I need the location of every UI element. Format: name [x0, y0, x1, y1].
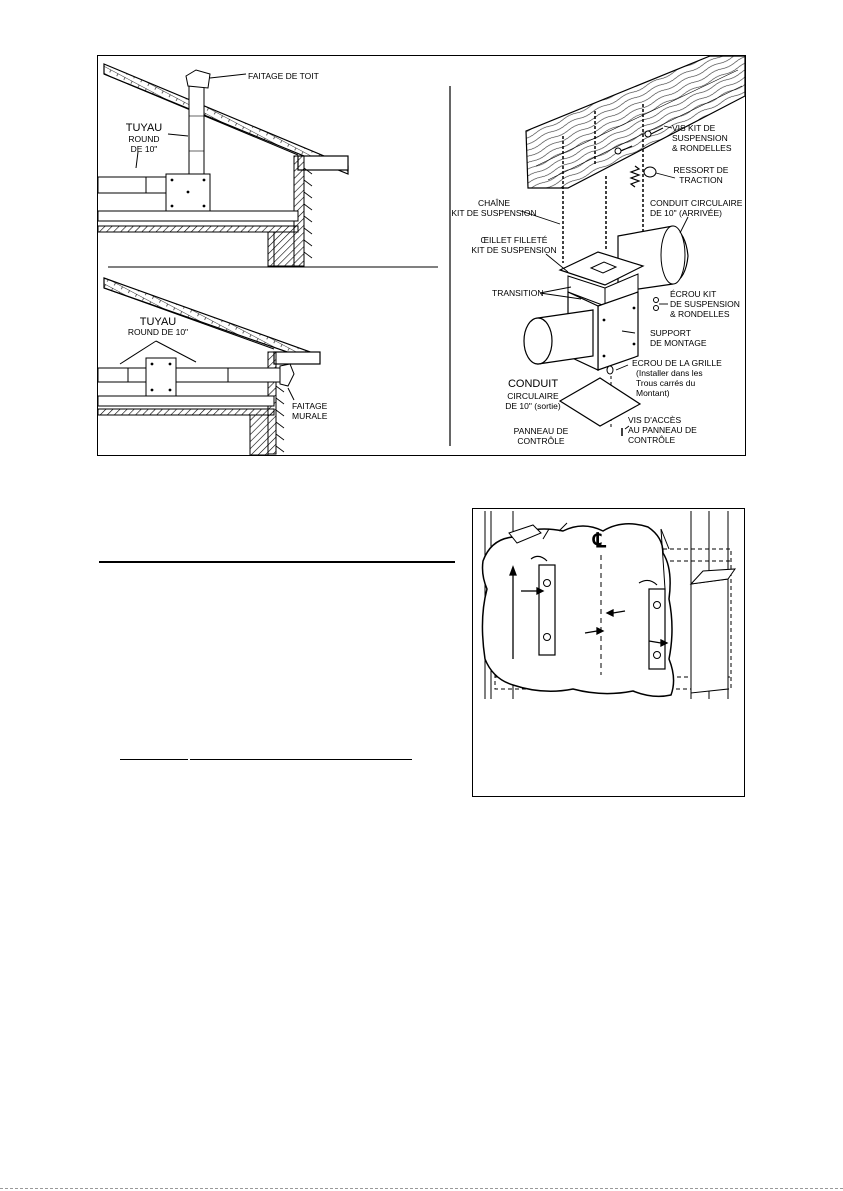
roof-cap-label: FAITAGE DE TOIT — [248, 71, 319, 81]
grille-nut-label-2: (Installer dans les — [636, 368, 703, 378]
pipe-top-label-3: DE 10" — [130, 144, 158, 154]
control-panel-label-2: CONTRÔLE — [517, 436, 565, 446]
bracket-label-1: SUPPORT — [650, 328, 691, 338]
screws-label-3: & RONDELLES — [672, 143, 732, 153]
upper-house-section — [98, 63, 438, 268]
eyelet-label-2: KIT DE SUSPENSION — [471, 245, 557, 255]
pipe-bottom-label-1: TUYAU — [139, 316, 177, 328]
lower-house-section — [98, 277, 321, 455]
transition-label: TRANSITION — [492, 288, 544, 298]
grille-nut-label-4: Montant) — [636, 388, 670, 398]
wall-cap-label-2: MURALE — [292, 411, 328, 421]
screws-label-1: VIS KIT DE — [672, 123, 716, 133]
screws-label-2: SUSPENSION — [672, 133, 728, 143]
access-screws-label-2: AU PANNEAU DE — [628, 425, 697, 435]
duct-out-label-3: DE 10" (sortie) — [505, 401, 561, 411]
page-bottom-edge — [0, 1188, 843, 1189]
bracket-drawing — [481, 511, 737, 699]
centerline-symbol: ℄ — [593, 528, 606, 552]
top-figure-frame: FAITAGE DE TOIT TUYAU ROUND DE 10" TUYAU… — [97, 55, 746, 456]
section-rule — [99, 561, 455, 563]
access-screws-label-3: CONTRÔLE — [628, 435, 676, 445]
nut-kit-label-1: ÉCROU KIT — [670, 289, 717, 299]
grille-nut-label-3: Trous carrés du — [636, 378, 696, 388]
duct-out-label-2: CIRCULAIRE — [507, 391, 559, 401]
chain-label-2: KIT DE SUSPENSION — [451, 208, 537, 218]
installation-drawing — [98, 56, 745, 455]
duct-in-label-1: CONDUIT CIRCULAIRE — [650, 198, 743, 208]
nut-kit-label-3: & RONDELLES — [670, 309, 730, 319]
pipe-bottom-label-2: ROUND DE 10" — [127, 327, 189, 337]
bracket-figure-frame: ℄ — [472, 508, 745, 797]
spring-label-1: RESSORT DE — [673, 165, 729, 175]
spring-label-2: TRACTION — [679, 175, 723, 185]
pipe-top-label-2: ROUND — [128, 134, 160, 144]
wall-cap-label-1: FAITAGE — [292, 401, 328, 411]
control-panel-label-1: PANNEAU DE — [513, 426, 569, 436]
short-rule — [120, 759, 188, 760]
long-rule — [190, 759, 412, 760]
nut-kit-label-2: DE SUSPENSION — [670, 299, 740, 309]
duct-in-label-2: DE 10" (ARRIVÉE) — [650, 208, 722, 218]
duct-out-label-1: CONDUIT — [507, 378, 559, 390]
eyelet-label-1: ŒILLET FILLETÉ — [480, 235, 548, 245]
chain-label-1: CHAÎNE — [477, 198, 511, 208]
exploded-diagram — [520, 56, 745, 436]
access-screws-label-1: VIS D'ACCÈS — [628, 415, 682, 425]
pipe-top-label-1: TUYAU — [125, 122, 163, 134]
grille-nut-label-1: ECROU DE LA GRILLE — [632, 358, 722, 368]
bracket-label-2: DE MONTAGE — [650, 338, 707, 348]
